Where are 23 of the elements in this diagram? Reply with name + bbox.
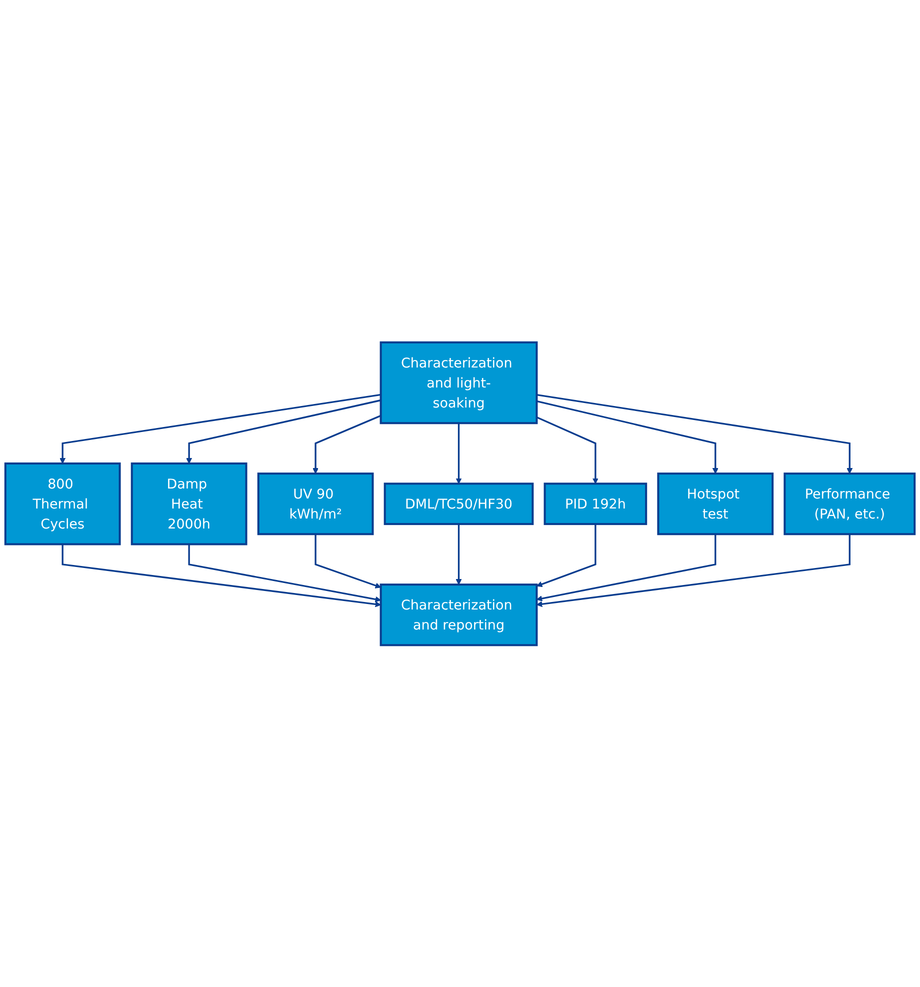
arrow	[312, 414, 382, 474]
arrow	[314, 534, 382, 588]
arrow	[536, 534, 850, 607]
node-box: Hotspot test	[657, 472, 774, 535]
arrow	[186, 399, 381, 464]
node-box: UV 90 kWh/m²	[257, 472, 374, 535]
arrow	[456, 422, 462, 484]
node-box: Characterization and reporting	[380, 583, 538, 646]
arrow	[62, 544, 382, 607]
node-box: Damp Heat 2000h	[130, 462, 248, 545]
node-box: Performance (PAN, etc.)	[784, 472, 916, 535]
arrow	[536, 400, 718, 474]
node-box: 800 Thermal Cycles	[4, 462, 121, 545]
arrow	[60, 394, 381, 464]
arrow	[456, 524, 462, 585]
node-box: DML/TC50/HF30	[384, 482, 534, 525]
arrow	[536, 524, 596, 587]
arrow	[536, 416, 598, 484]
arrow	[536, 394, 853, 474]
node-box: Characterization and light-soaking	[380, 341, 538, 424]
arrow	[536, 534, 716, 602]
arrow	[188, 544, 382, 602]
node-box: PID 192h	[544, 482, 648, 525]
